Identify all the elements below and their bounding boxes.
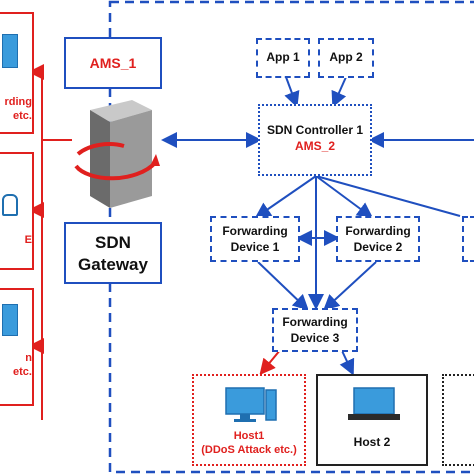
controller-line2: AMS_2	[294, 139, 335, 153]
left-item-3-line1: n	[25, 352, 32, 364]
host-1-line1: Host1	[233, 430, 265, 442]
host-2-box: Host 2	[316, 374, 428, 466]
left-item-1: rding etc.	[0, 12, 34, 134]
left-item-3-line2: etc.	[13, 366, 32, 378]
fd1-line1: Forwarding	[222, 224, 288, 238]
device-icon	[2, 304, 18, 336]
fd3-line1: Forwarding	[282, 315, 348, 329]
left-item-2: E	[0, 152, 34, 270]
app-1-label: App 1	[266, 50, 300, 64]
forwarding-device-1: Forwarding Device 1	[210, 216, 300, 262]
forwarding-device-partial	[462, 216, 474, 262]
app-2-box: App 2	[318, 38, 374, 78]
controller-line1: SDN Controller 1	[266, 123, 363, 137]
host-1-box: Host1 (DDoS Attack etc.)	[192, 374, 306, 466]
left-item-2-line1: E	[24, 234, 32, 246]
device-icon	[2, 34, 18, 68]
device-icon	[2, 194, 18, 216]
gateway-line1: SDN	[95, 233, 131, 252]
fd2-line2: Device 2	[353, 240, 403, 254]
host-partial	[442, 374, 474, 466]
left-item-1-line1: rding	[4, 96, 33, 108]
gateway-line2: Gateway	[78, 255, 148, 274]
app-1-box: App 1	[256, 38, 310, 78]
host-2-label: Host 2	[353, 435, 391, 449]
ams1-box: AMS_1	[64, 37, 162, 89]
host-1-line2: (DDoS Attack etc.)	[201, 444, 297, 456]
monitor-icon	[346, 384, 406, 424]
fd3-line2: Device 3	[290, 331, 340, 345]
ams1-label: AMS_1	[89, 55, 137, 71]
sdn-gateway-box: SDN Gateway	[64, 222, 162, 284]
app-2-label: App 2	[329, 50, 363, 64]
sdn-controller-box: SDN Controller 1 AMS_2	[258, 104, 372, 176]
fd1-line2: Device 1	[230, 240, 280, 254]
left-item-1-line2: etc.	[13, 110, 32, 122]
sdn-domain-border	[108, 0, 474, 474]
server-tower-icon	[70, 96, 160, 216]
forwarding-device-2: Forwarding Device 2	[336, 216, 420, 262]
forwarding-device-3: Forwarding Device 3	[272, 308, 358, 352]
fd2-line1: Forwarding	[345, 224, 411, 238]
left-item-3: n etc.	[0, 288, 34, 406]
monitor-icon	[220, 384, 280, 424]
